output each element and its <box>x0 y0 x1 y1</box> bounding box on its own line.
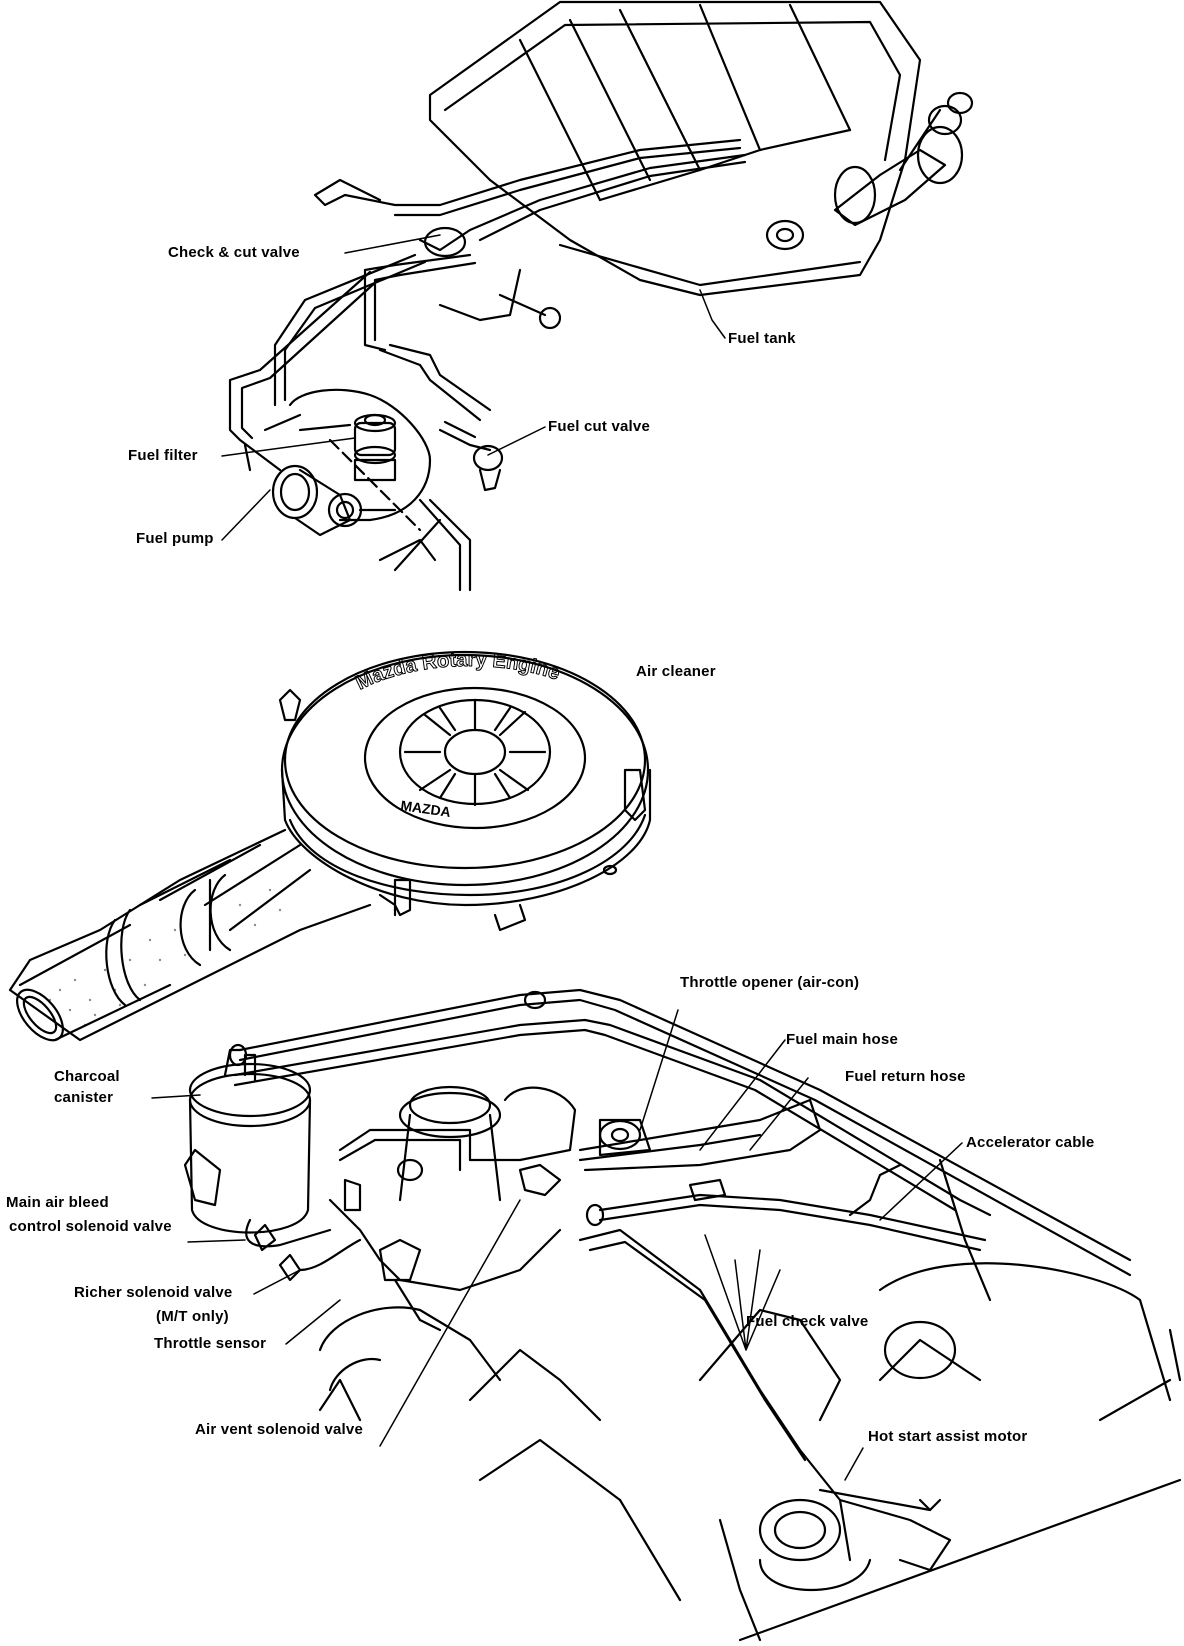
label-throttle-opener: Throttle opener (air-con) <box>680 974 860 991</box>
leader-lines <box>151 234 963 1481</box>
label-main-air-bleed-line2: control solenoid valve <box>9 1218 172 1235</box>
label-richer-solenoid-line2: (M/T only) <box>156 1308 229 1325</box>
label-air-vent-solenoid: Air vent solenoid valve <box>195 1421 363 1438</box>
label-charcoal-canister-line2: canister <box>54 1089 114 1106</box>
label-fuel-return-hose: Fuel return hose <box>845 1068 966 1085</box>
label-check-cut-valve: Check & cut valve <box>168 244 300 261</box>
fuel-tank-drawing <box>228 0 974 592</box>
label-fuel-cut-valve: Fuel cut valve <box>548 418 651 435</box>
label-throttle-sensor: Throttle sensor <box>154 1335 267 1352</box>
label-air-cleaner: Air cleaner <box>636 663 716 680</box>
label-charcoal-canister-line1: Charcoal <box>54 1068 120 1085</box>
label-fuel-tank: Fuel tank <box>728 330 796 347</box>
label-richer-solenoid-line1: Richer solenoid valve <box>74 1284 233 1301</box>
air-cleaner-drawing: Mazda Rotary Engine MAZDA <box>8 648 652 1042</box>
label-main-air-bleed-line1: Main air bleed <box>6 1194 109 1211</box>
label-fuel-main-hose: Fuel main hose <box>786 1031 898 1048</box>
label-accelerator-cable: Accelerator cable <box>966 1134 1095 1151</box>
engine-bay-drawing <box>183 988 1182 1642</box>
label-fuel-pump: Fuel pump <box>136 530 214 547</box>
label-fuel-check-valve: Fuel check valve <box>746 1313 869 1330</box>
stipple-texture <box>48 888 282 1027</box>
lid-text: Mazda Rotary Engine <box>352 648 563 695</box>
svg-text:Mazda Rotary Engine: Mazda Rotary Engine <box>352 649 562 695</box>
label-fuel-filter: Fuel filter <box>128 447 198 464</box>
badge-text: MAZDA <box>400 797 452 820</box>
label-hot-start-assist: Hot start assist motor <box>868 1428 1028 1445</box>
